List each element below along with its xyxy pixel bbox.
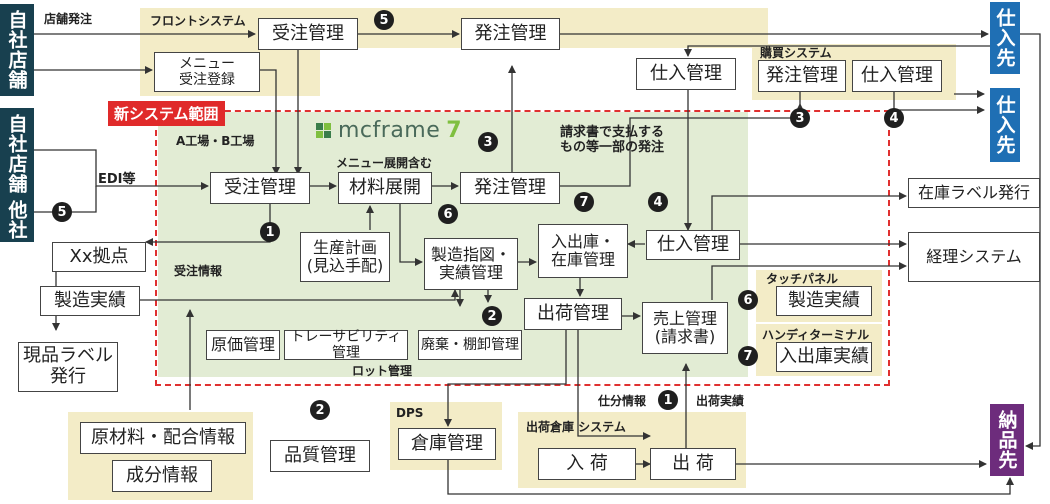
- supplier-1: 仕入先: [990, 2, 1020, 74]
- handy-inout-results: 入出庫実績: [776, 342, 872, 372]
- factories-label: A工場・B工場: [176, 134, 255, 148]
- badge-1-order: 1: [260, 222, 280, 242]
- badge-1-ship: 1: [658, 390, 678, 410]
- manufacturing-results-left: 製造実績: [40, 286, 140, 316]
- delivery-destination: 納品先: [990, 404, 1024, 476]
- badge-7-handy: 7: [738, 346, 758, 366]
- menu-order-registration: メニュー 受注登録: [154, 52, 260, 92]
- badge-6-touch: 6: [738, 290, 758, 310]
- mc-purchasing-management: 仕入管理: [646, 230, 740, 260]
- shipping-results-label: 出荷実績: [696, 394, 745, 408]
- mc-order-management: 受注管理: [210, 172, 310, 204]
- warehouse-management: 倉庫管理: [398, 428, 496, 460]
- quality-management: 品質管理: [270, 440, 370, 472]
- traceability-management: トレーサビリティ管理: [284, 329, 408, 361]
- own-store-1: 自社店舗: [0, 4, 34, 96]
- badge-6-mc: 6: [438, 204, 458, 224]
- disposal-inventory-management: 廃棄・棚卸管理: [418, 330, 522, 360]
- shipping-warehouse-label: 出荷倉庫 システム: [526, 420, 626, 434]
- accounting-system: 経理システム: [908, 232, 1040, 282]
- mcframe-logo-mark: [316, 122, 332, 139]
- own-store-2: 自社店舗: [0, 108, 34, 200]
- shipping-management: 出荷管理: [524, 298, 622, 330]
- mcframe-logo: mcframe 7: [316, 118, 462, 143]
- order-info-label: 受注情報: [174, 264, 223, 278]
- touch-manufacturing-results: 製造実績: [776, 286, 872, 316]
- menu-expansion-label: メニュー展開含む: [336, 156, 433, 170]
- inventory-management: 入出庫・ 在庫管理: [538, 224, 628, 278]
- touch-panel-label: タッチパネル: [766, 272, 839, 286]
- badge-3-buy: 3: [790, 108, 810, 128]
- badge-4-mc: 4: [648, 192, 668, 212]
- badge-2-mc: 2: [482, 306, 502, 326]
- cost-management: 原価管理: [206, 330, 280, 360]
- sorting-info-label: 仕分情報: [598, 394, 647, 408]
- purchase-system-label: 購買システム: [760, 46, 832, 60]
- new-system-range-label: 新システム範囲: [108, 101, 225, 126]
- product-label-issue: 現品ラベル 発行: [18, 342, 118, 392]
- badge-4-buy: 4: [884, 108, 904, 128]
- badge-5-top: 5: [374, 10, 394, 30]
- dispatch: 出 荷: [650, 448, 736, 480]
- lot-management-label: ロット管理: [352, 364, 413, 378]
- other-company: 他社: [0, 198, 34, 242]
- stock-label-issue: 在庫ラベル発行: [908, 178, 1040, 208]
- sales-management: 売上管理 (請求書): [642, 302, 728, 354]
- badge-3-mc: 3: [478, 132, 498, 152]
- badge-7-mc: 7: [574, 192, 594, 212]
- front-purchase-order-management: 発注管理: [461, 18, 560, 50]
- buy-purchase-order-management: 発注管理: [758, 60, 846, 92]
- mcframe-logo-text: mcframe: [338, 118, 441, 143]
- edi-label: EDI等: [98, 172, 136, 187]
- mc-purchase-order-management: 発注管理: [460, 172, 560, 204]
- front-system-label: フロントシステム: [150, 14, 246, 28]
- front-system-region: [140, 8, 768, 48]
- handy-terminal-label: ハンディターミナル: [762, 328, 870, 342]
- badge-2-quality: 2: [310, 400, 330, 420]
- badge-5-left: 5: [52, 202, 72, 222]
- purchasing-management: 仕入管理: [636, 58, 736, 90]
- xx-base: Xx拠点: [52, 242, 146, 272]
- material-expansion: 材料展開: [338, 172, 432, 204]
- production-plan: 生産計画 (見込手配): [300, 232, 390, 282]
- raw-material-formula-info: 原材料・配合情報: [80, 422, 246, 454]
- dps-label: DPS: [396, 406, 424, 420]
- receiving: 入 荷: [538, 448, 636, 480]
- supplier-2: 仕入先: [990, 88, 1020, 162]
- invoice-note-label: 請求書で支払する もの等一部の発注: [560, 125, 665, 155]
- buy-purchasing-management: 仕入管理: [852, 60, 942, 92]
- front-order-management: 受注管理: [258, 18, 358, 50]
- new-system-boundary: [155, 110, 890, 386]
- mcframe-logo-version: 7: [446, 118, 462, 143]
- store-order-label: 店舗発注: [44, 12, 93, 26]
- ingredient-info: 成分情報: [112, 460, 212, 492]
- manufacturing-instruction: 製造指図・ 実績管理: [424, 238, 518, 290]
